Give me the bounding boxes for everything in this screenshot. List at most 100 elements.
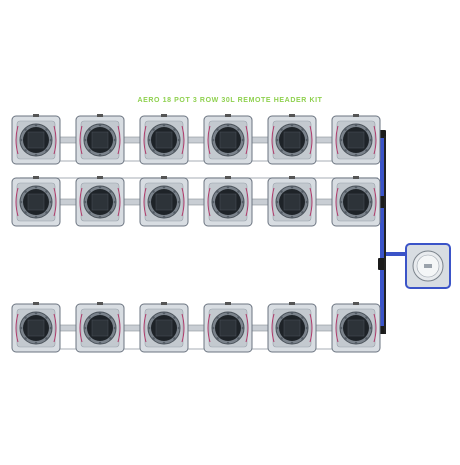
ring-notch	[147, 200, 151, 204]
dripper-hose	[271, 125, 275, 155]
pot-r3-c5	[267, 302, 317, 353]
ring-notch	[369, 200, 373, 204]
ring-notch	[237, 211, 240, 214]
ring-notch	[216, 337, 219, 340]
top-connector	[289, 302, 295, 305]
ring-notch	[147, 138, 151, 142]
ring-notch	[173, 190, 176, 193]
ring-notch	[83, 326, 87, 330]
top-connector	[97, 302, 103, 305]
ring-notch	[354, 311, 358, 315]
dripper-hose	[335, 313, 339, 343]
ring-notch	[152, 149, 155, 152]
ring-notch	[19, 326, 23, 330]
ring-notch	[275, 138, 279, 142]
ring-notch	[280, 190, 283, 193]
ring-notch	[88, 211, 91, 214]
ring-notch	[301, 149, 304, 152]
pot-r3-c6	[331, 302, 381, 353]
ring-notch	[152, 316, 155, 319]
ring-notch	[237, 149, 240, 152]
dripper-hose	[79, 313, 83, 343]
ring-notch	[226, 153, 230, 157]
dripper-hose	[15, 187, 19, 217]
ring-notch	[344, 211, 347, 214]
ring-notch	[34, 185, 38, 189]
ring-notch	[45, 316, 48, 319]
ring-notch	[24, 128, 27, 131]
row-pipe	[19, 136, 386, 144]
ring-notch	[290, 311, 294, 315]
ring-notch	[152, 337, 155, 340]
ring-notch	[162, 215, 166, 219]
ring-notch	[109, 211, 112, 214]
ring-notch	[354, 185, 358, 189]
top-connector	[289, 176, 295, 179]
ring-notch	[177, 138, 181, 142]
ring-notch	[45, 149, 48, 152]
dripper-hose	[79, 125, 83, 155]
ring-notch	[83, 200, 87, 204]
ring-notch	[24, 149, 27, 152]
ring-notch	[45, 190, 48, 193]
ring-notch	[34, 215, 38, 219]
ring-notch	[162, 123, 166, 127]
tank-label	[424, 264, 432, 268]
top-connector	[225, 302, 231, 305]
ring-notch	[34, 341, 38, 345]
ring-notch	[211, 200, 215, 204]
top-connector	[97, 176, 103, 179]
ring-notch	[173, 211, 176, 214]
pot-r2-c4	[203, 176, 253, 227]
ring-notch	[88, 190, 91, 193]
ring-notch	[177, 326, 181, 330]
ring-notch	[109, 149, 112, 152]
ring-notch	[113, 138, 117, 142]
net-pot-grid	[219, 131, 237, 149]
ring-notch	[290, 123, 294, 127]
top-connector	[161, 114, 167, 117]
ring-notch	[88, 337, 91, 340]
ring-notch	[19, 138, 23, 142]
ring-notch	[34, 153, 38, 157]
ring-notch	[173, 337, 176, 340]
pot-r1-c1	[11, 114, 61, 165]
ring-notch	[226, 123, 230, 127]
ring-notch	[34, 123, 38, 127]
net-pot-grid	[27, 131, 45, 149]
ring-notch	[152, 128, 155, 131]
remote-header-tank	[405, 243, 451, 289]
ring-notch	[162, 311, 166, 315]
ring-notch	[290, 153, 294, 157]
pot-r3-c2	[75, 302, 125, 353]
ring-notch	[339, 200, 343, 204]
dripper-hose	[143, 313, 147, 343]
blue-feed-pipe	[384, 252, 408, 256]
ring-notch	[216, 190, 219, 193]
ring-notch	[354, 153, 358, 157]
pot-r1-c4	[203, 114, 253, 165]
ring-notch	[49, 326, 53, 330]
dripper-hose	[143, 125, 147, 155]
ring-notch	[301, 128, 304, 131]
net-pot-grid	[91, 193, 109, 211]
ring-notch	[216, 149, 219, 152]
ring-notch	[211, 326, 215, 330]
top-connector	[33, 302, 39, 305]
ring-notch	[226, 185, 230, 189]
net-pot-grid	[91, 131, 109, 149]
ring-notch	[45, 211, 48, 214]
net-pot-grid	[91, 319, 109, 337]
ring-notch	[344, 337, 347, 340]
ring-notch	[162, 185, 166, 189]
ring-notch	[365, 211, 368, 214]
ring-notch	[275, 326, 279, 330]
ring-notch	[290, 341, 294, 345]
ring-notch	[226, 341, 230, 345]
ring-notch	[45, 337, 48, 340]
net-pot-grid	[27, 319, 45, 337]
top-connector	[161, 176, 167, 179]
ring-notch	[98, 123, 102, 127]
dripper-hose	[79, 187, 83, 217]
ring-notch	[34, 311, 38, 315]
